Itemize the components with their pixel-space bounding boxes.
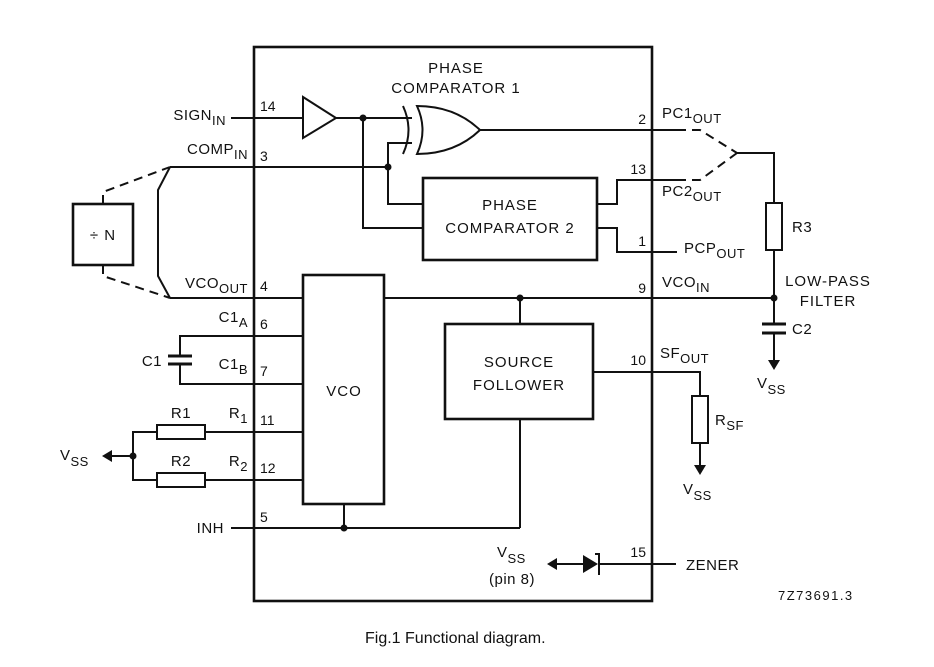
wire-pc2-out xyxy=(597,179,677,205)
pin-number-3: 3 xyxy=(260,148,268,164)
pin-label-c1a: C1A xyxy=(219,309,248,330)
pin-label-zener: ZENER xyxy=(686,557,739,574)
pin-label-vco-out: VCOOUT xyxy=(185,275,248,296)
capacitor-c1-icon xyxy=(168,354,192,366)
pin-number-5: 5 xyxy=(260,509,268,525)
wire-sf-out xyxy=(593,371,701,396)
vss-arrow-icon xyxy=(547,558,557,570)
label-rsf: RSF xyxy=(715,412,744,433)
source-follower-block xyxy=(443,322,595,421)
pin-number-4: 4 xyxy=(260,278,268,294)
pin-number-2: 2 xyxy=(638,111,646,127)
pin-number-7: 7 xyxy=(260,363,268,379)
pin-label-comp-in: COMPIN xyxy=(187,141,248,162)
pc2-title-line2: COMPARATOR 2 xyxy=(445,220,575,237)
label-r2: R2 xyxy=(171,453,191,470)
pin-label-inh: INH xyxy=(197,520,224,537)
pin-number-13: 13 xyxy=(630,161,646,177)
pin-label-vco-in: VCOIN xyxy=(662,274,710,295)
wire-to-r3 xyxy=(737,152,775,203)
label-vss-c2: VSS xyxy=(757,375,786,397)
capacitor-c2-icon xyxy=(762,322,786,335)
wire-feedback-bypass xyxy=(157,166,171,299)
pin-label-c1b: C1B xyxy=(219,356,248,377)
pin-label-pcp-out: PCPOUT xyxy=(684,240,745,261)
pin-label-sign-in: SIGNIN xyxy=(173,107,226,128)
wire-comp-to-gates xyxy=(387,142,423,205)
pin-number-10: 10 xyxy=(630,352,646,368)
label-pin8: (pin 8) xyxy=(489,571,535,588)
ic-package-outline xyxy=(252,45,654,603)
divider-title: ÷ N xyxy=(90,227,116,244)
dashed-link-vco-out xyxy=(102,265,171,299)
wire-c1b xyxy=(179,364,303,385)
resistor-r3-icon xyxy=(765,202,783,251)
pin-number-9: 9 xyxy=(638,280,646,296)
pin-label-r2: R2 xyxy=(229,453,248,474)
input-buffer-icon xyxy=(302,95,338,140)
pin-number-12: 12 xyxy=(260,460,276,476)
wire-r1-r2-common xyxy=(132,431,157,481)
ground-arrow-icon xyxy=(694,465,706,475)
wire-pcp-out xyxy=(597,227,677,253)
wire-c1a xyxy=(179,335,303,356)
zener-diode-icon xyxy=(583,553,600,575)
wire-sign-to-pc2 xyxy=(362,118,423,229)
pin-number-11: 11 xyxy=(260,412,275,428)
ground-arrow-icon xyxy=(768,360,780,370)
figure-code: 7Z73691.3 xyxy=(778,588,854,603)
pc2-title-line1: PHASE xyxy=(482,197,538,214)
label-low-pass-line1: LOW-PASS xyxy=(785,273,871,290)
label-vss-zener: VSS xyxy=(497,544,526,566)
sf-title-line1: SOURCE xyxy=(484,354,554,371)
vco-title: VCO xyxy=(326,383,362,400)
label-low-pass-line2: FILTER xyxy=(800,293,857,310)
pc1-title-line2: COMPARATOR 1 xyxy=(391,80,521,97)
ground-arrow-icon xyxy=(102,450,112,462)
phase-comparator-2-block xyxy=(421,176,599,262)
dashed-link-comp xyxy=(102,166,171,204)
dashed-link-pc1 xyxy=(677,129,738,154)
label-r1: R1 xyxy=(171,405,191,422)
label-r3: R3 xyxy=(792,219,812,236)
figure-caption: Fig.1 Functional diagram. xyxy=(365,630,546,647)
label-vss-left: VSS xyxy=(60,447,89,469)
label-c1: C1 xyxy=(142,353,162,370)
pin-number-14: 14 xyxy=(260,98,276,114)
dashed-link-pc2 xyxy=(677,152,738,181)
pin-number-6: 6 xyxy=(260,316,268,332)
label-vss-rsf: VSS xyxy=(683,481,712,503)
pin-label-r1: R1 xyxy=(229,405,248,426)
resistor-rsf-icon xyxy=(691,395,709,444)
pin-label-pc1-out: PC1OUT xyxy=(662,105,722,126)
pin-label-sf-out: SFOUT xyxy=(660,345,709,366)
pc1-title-line1: PHASE xyxy=(428,60,484,77)
pin-number-1: 1 xyxy=(638,233,646,249)
label-c2: C2 xyxy=(792,321,812,338)
resistor-r2-icon xyxy=(156,472,206,488)
pin-label-pc2-out: PC2OUT xyxy=(662,183,722,204)
vco-block xyxy=(301,273,386,506)
pin-number-15: 15 xyxy=(630,544,646,560)
xor-gate-icon xyxy=(402,104,482,156)
sf-title-line2: FOLLOWER xyxy=(473,377,565,394)
resistor-r1-icon xyxy=(156,424,206,440)
